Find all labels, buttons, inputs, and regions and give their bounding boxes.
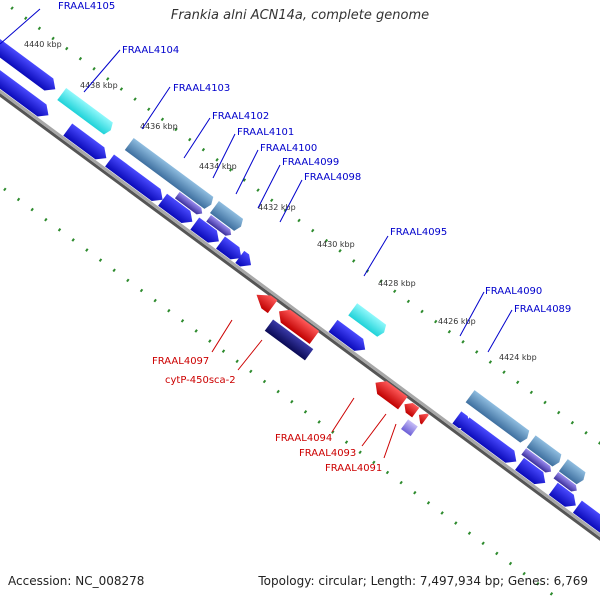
genome-summary-text: Topology: circular; Length: 7,497,934 bp… xyxy=(258,574,588,588)
gene-label: FRAAL4094 xyxy=(275,433,332,444)
gene-arrow xyxy=(57,87,113,135)
kbp-label: 4430 kbp xyxy=(317,240,355,249)
gene-arrow xyxy=(526,435,562,467)
reverse-gene-labels: FRAAL4097 cytP-450sca-2 FRAAL4094 FRAAL4… xyxy=(152,319,397,474)
gene-arrow xyxy=(418,413,429,425)
gene-arrow xyxy=(264,319,314,361)
gene-arrow xyxy=(124,137,214,209)
accession-text: Accession: NC_008278 xyxy=(8,574,145,588)
gene-arrow xyxy=(256,294,278,314)
gene-arrow xyxy=(400,419,418,437)
gene-arrow xyxy=(460,417,517,463)
gene-label: FRAAL4103 xyxy=(173,83,230,94)
gene-arrow xyxy=(63,123,107,160)
gene-arrow xyxy=(209,200,244,231)
kbp-scale: 4440 kbp 4438 kbp 4436 kbp 4434 kbp 4432… xyxy=(24,40,537,362)
gene-arrow xyxy=(521,448,552,473)
inner-tick-ring xyxy=(0,126,599,600)
gene-arrow xyxy=(572,500,600,566)
gene-label: FRAAL4102 xyxy=(212,111,269,122)
gene-arrow xyxy=(553,472,577,492)
kbp-label: 4428 kbp xyxy=(378,279,416,288)
gene-arrow xyxy=(158,193,193,224)
gene-label: FRAAL4104 xyxy=(122,45,179,56)
kbp-label: 4440 kbp xyxy=(24,40,62,49)
gene-label: FRAAL4091 xyxy=(325,463,382,474)
gene-label: FRAAL4101 xyxy=(237,127,294,138)
gene-arrow xyxy=(328,319,366,351)
gene-label: FRAAL4093 xyxy=(299,448,356,459)
gene-arrow xyxy=(216,236,242,260)
gene-label: FRAAL4089 xyxy=(514,304,571,315)
forward-gene-labels: FRAAL4105 FRAAL4104 FRAAL4103 FRAAL4102 … xyxy=(0,1,571,353)
kbp-label: 4434 kbp xyxy=(199,162,237,171)
gene-arrow xyxy=(465,390,530,443)
gene-label: FRAAL4099 xyxy=(282,157,339,168)
gene-arrow xyxy=(235,250,252,267)
gene-label: FRAAL4098 xyxy=(304,172,361,183)
gene-label: FRAAL4090 xyxy=(485,286,542,297)
gene-arrow xyxy=(174,191,203,215)
gene-arrow xyxy=(105,154,163,202)
gene-label: FRAAL4100 xyxy=(260,143,317,154)
kbp-label: 4436 kbp xyxy=(140,122,178,131)
gene-arrow xyxy=(375,381,408,410)
kbp-label: 4432 kbp xyxy=(258,203,296,212)
gene-arrow xyxy=(404,402,420,418)
gene-arrow xyxy=(515,457,546,485)
gene-arrow xyxy=(190,217,219,243)
gene-label: cytP-450sca-2 xyxy=(165,375,236,386)
gene-arrow xyxy=(348,303,387,337)
map-title: Frankia alni ACN14a, complete genome xyxy=(170,8,430,23)
kbp-label: 4424 kbp xyxy=(499,353,537,362)
gene-arrow xyxy=(206,215,232,236)
kbp-label: 4438 kbp xyxy=(80,81,118,90)
gene-arrow xyxy=(558,459,586,485)
kbp-label: 4426 kbp xyxy=(438,317,476,326)
gene-arrow xyxy=(0,33,56,91)
gene-label: FRAAL4105 xyxy=(58,1,115,12)
gene-arrow xyxy=(548,482,576,507)
gene-arrow xyxy=(279,309,320,345)
gene-label: FRAAL4095 xyxy=(390,227,447,238)
genome-backbone xyxy=(0,65,600,568)
gene-label: FRAAL4097 xyxy=(152,356,209,367)
gene-arrow xyxy=(0,41,49,117)
